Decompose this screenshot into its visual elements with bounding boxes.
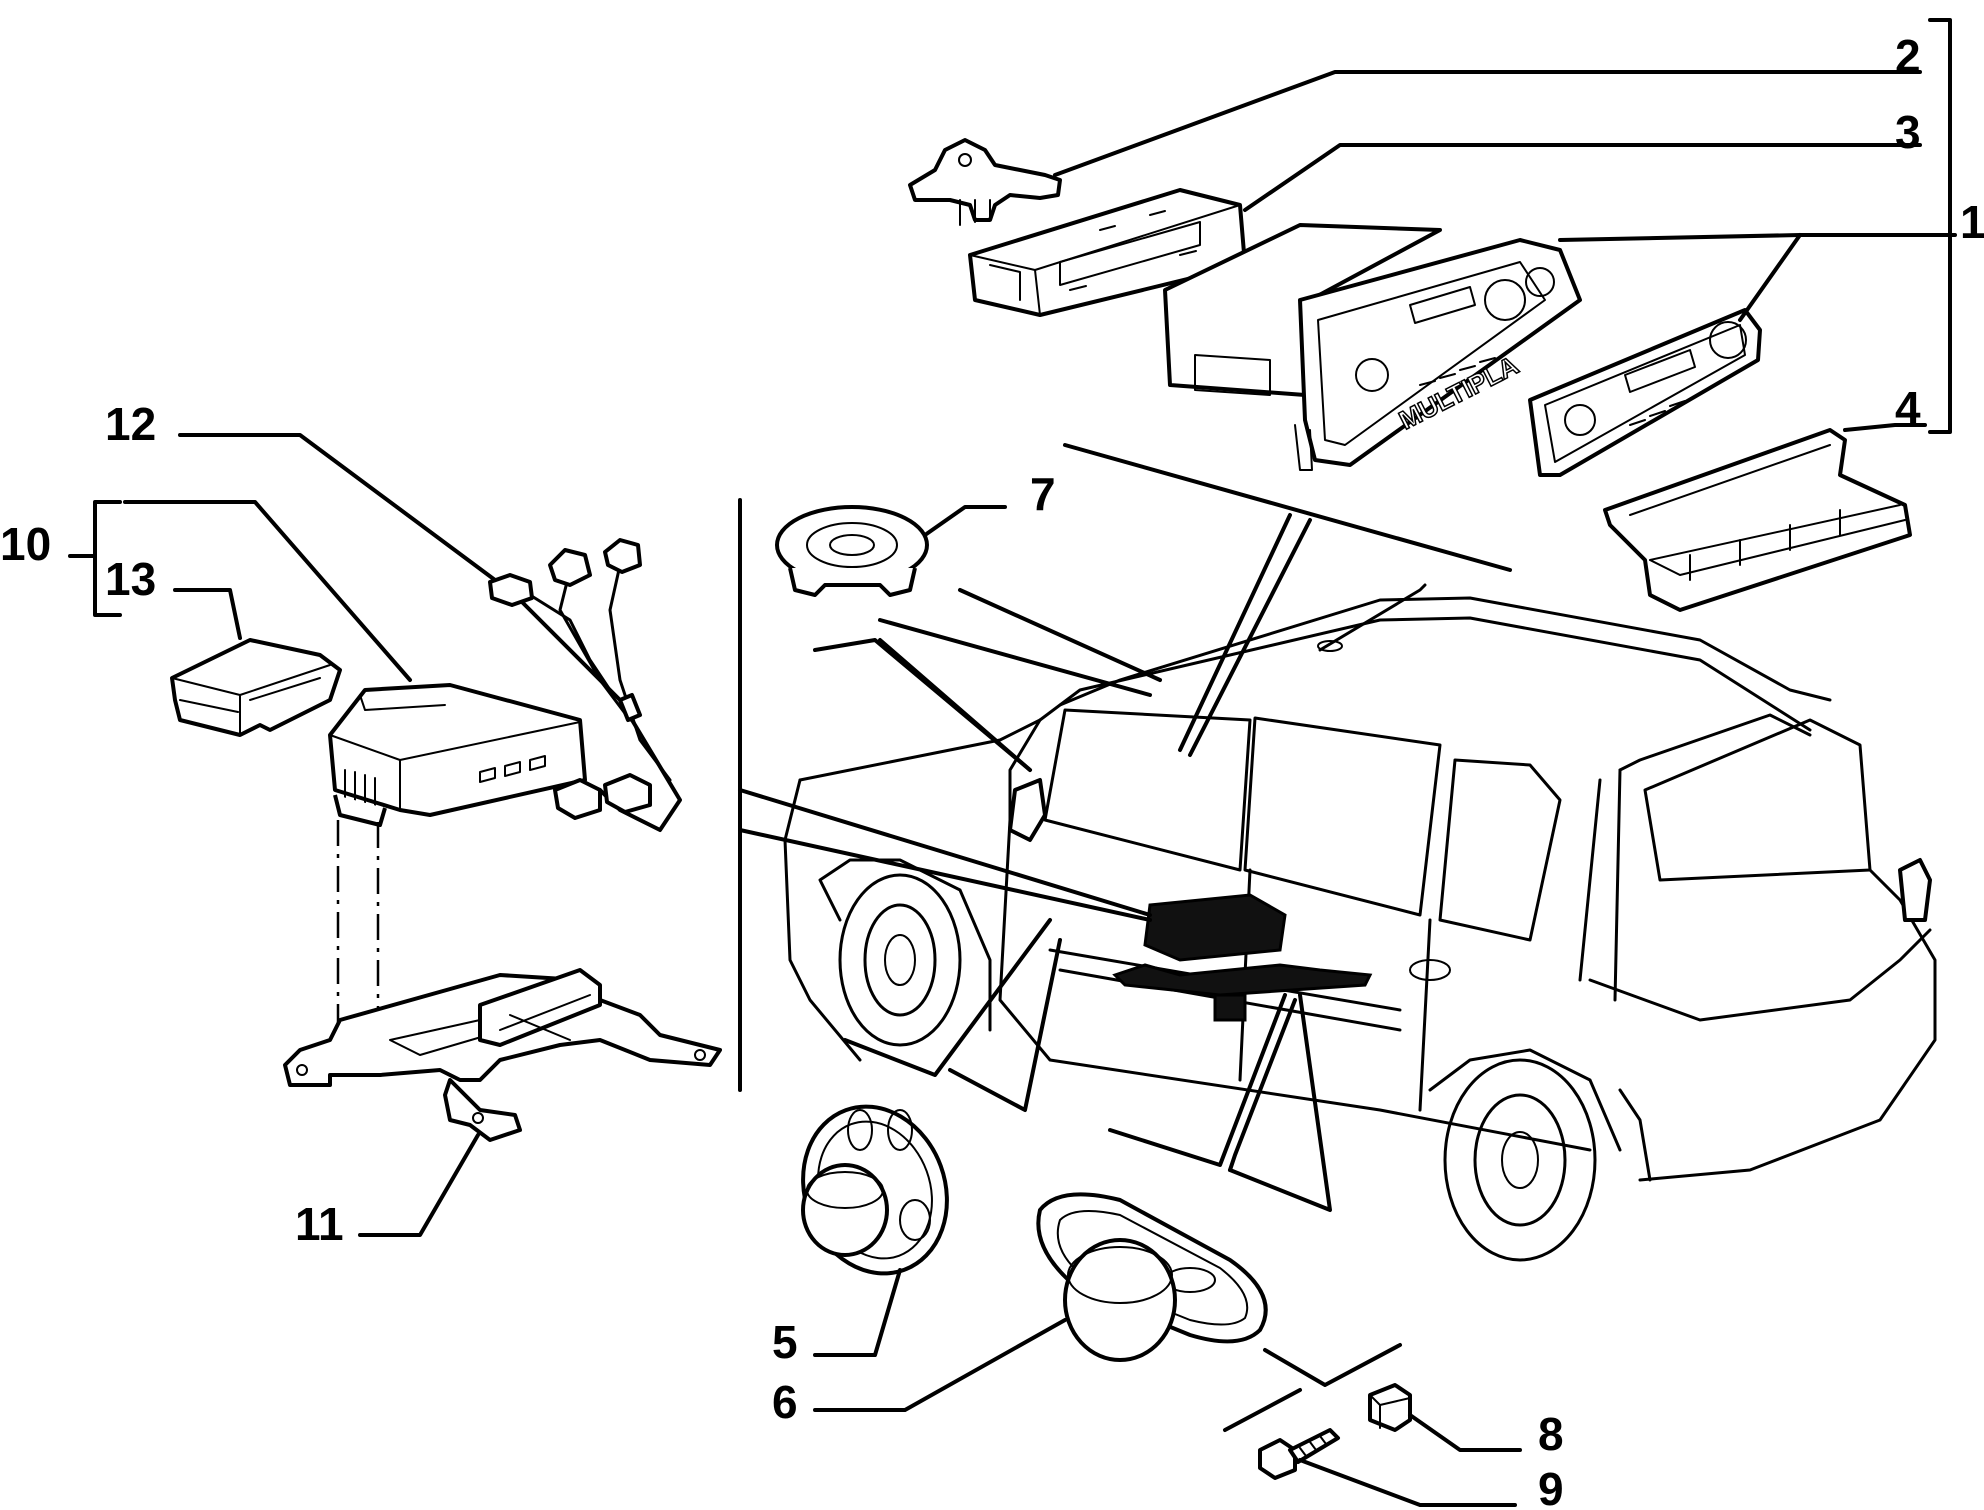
speaker-clip-part — [1368, 1383, 1412, 1432]
control-module-leader — [173, 588, 242, 640]
amplifier-part — [328, 683, 587, 827]
callout-5: 5 — [772, 1316, 798, 1368]
radio-faceplate-part — [1528, 308, 1762, 477]
callout-8: 8 — [1538, 1408, 1564, 1460]
callout-13: 13 — [105, 553, 156, 605]
radio-leaders — [1053, 18, 1957, 434]
tweeter-leader — [923, 505, 1007, 537]
tweeter-part — [775, 505, 929, 597]
faceplate-case-part — [1603, 428, 1912, 612]
bracket-clip-part — [908, 138, 1062, 226]
callout-7: 7 — [1030, 468, 1056, 520]
speaker-5-part — [801, 1104, 949, 1276]
mounting-bracket-leader — [358, 1133, 480, 1237]
speaker-5-leader — [813, 1268, 902, 1357]
callout-9: 9 — [1538, 1463, 1564, 1510]
callout-12: 12 — [105, 398, 156, 450]
wiring-harness-part — [488, 538, 682, 832]
callout-1: 1 — [1960, 196, 1984, 248]
car-leaders — [738, 443, 1512, 1212]
screw-leader — [1298, 1458, 1517, 1507]
amplifier-group-bracket — [68, 500, 122, 617]
control-module-part — [170, 638, 342, 737]
speaker-6-part — [1036, 1192, 1268, 1362]
callout-10: 10 — [0, 518, 51, 570]
radio-cage-part — [968, 188, 1247, 317]
radio-unit-part: MULTIPLA — [1163, 223, 1582, 471]
callout-3: 3 — [1895, 106, 1921, 158]
car-body — [783, 583, 1937, 1262]
wiring-harness-leader — [178, 433, 497, 582]
speaker-6-leader — [813, 1318, 1067, 1412]
callout-6: 6 — [772, 1376, 798, 1428]
amplifier-leader — [123, 500, 412, 682]
mounting-bracket-part — [283, 968, 722, 1142]
clip-screw-leader — [1223, 1343, 1402, 1432]
screw-part — [1258, 1428, 1340, 1480]
callout-4: 4 — [1895, 382, 1921, 434]
speaker-clip-leader — [1408, 1413, 1522, 1452]
callout-2: 2 — [1895, 30, 1921, 82]
callout-11: 11 — [295, 1198, 344, 1250]
